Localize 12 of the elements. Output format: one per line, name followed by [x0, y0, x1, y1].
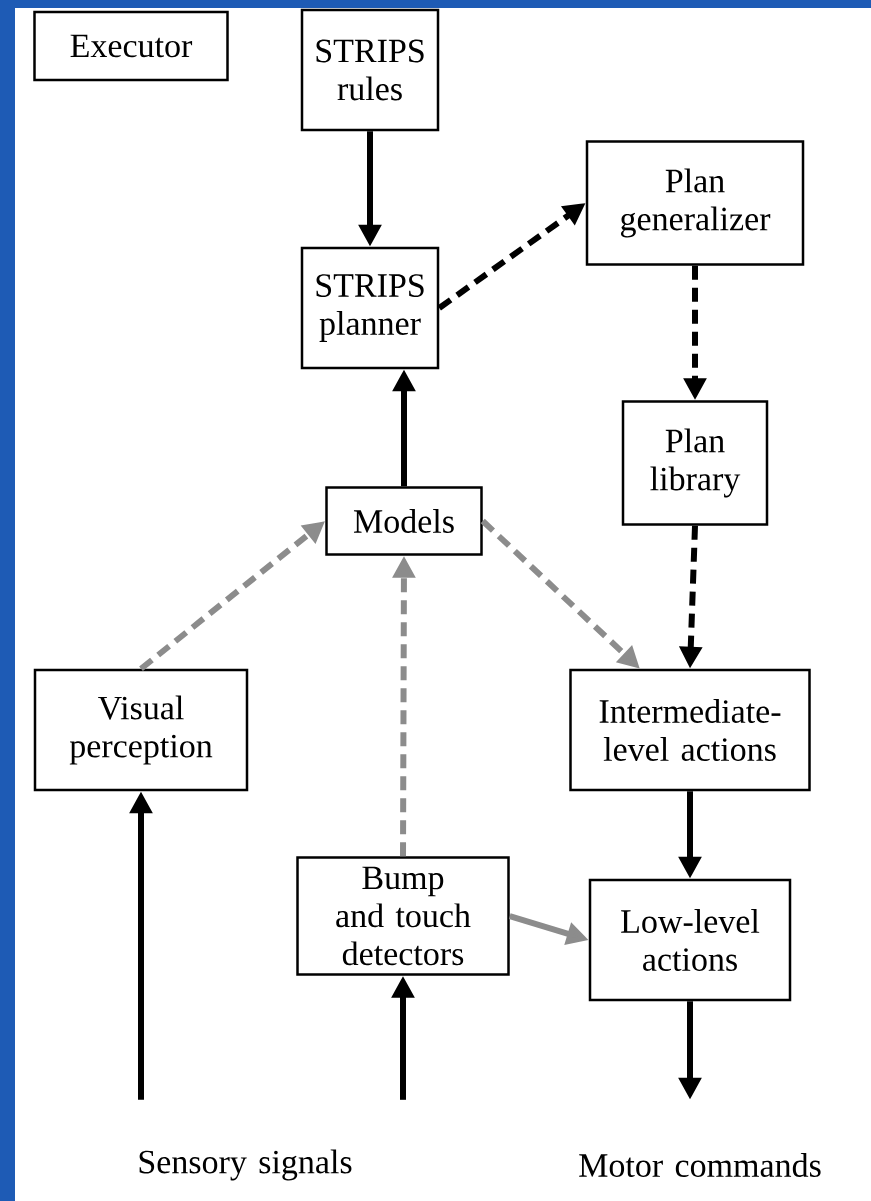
label-box: Executor [33, 10, 229, 82]
process-box: Visual perception [33, 668, 249, 792]
process-box: Intermediate-level actions [569, 668, 811, 792]
process-box: STRIPS planner [300, 246, 440, 370]
signal-label: Motor commands [579, 1153, 821, 1177]
process-box: Models [325, 486, 483, 556]
process-box: Bump and touch detectors [296, 856, 510, 976]
process-box: STRIPS rules [300, 8, 440, 132]
signal-label: Sensory signals [139, 1149, 352, 1181]
process-box: Plan generalizer [585, 140, 805, 266]
process-box: Low-level actions [588, 878, 792, 1002]
process-box: Plan library [621, 400, 769, 526]
